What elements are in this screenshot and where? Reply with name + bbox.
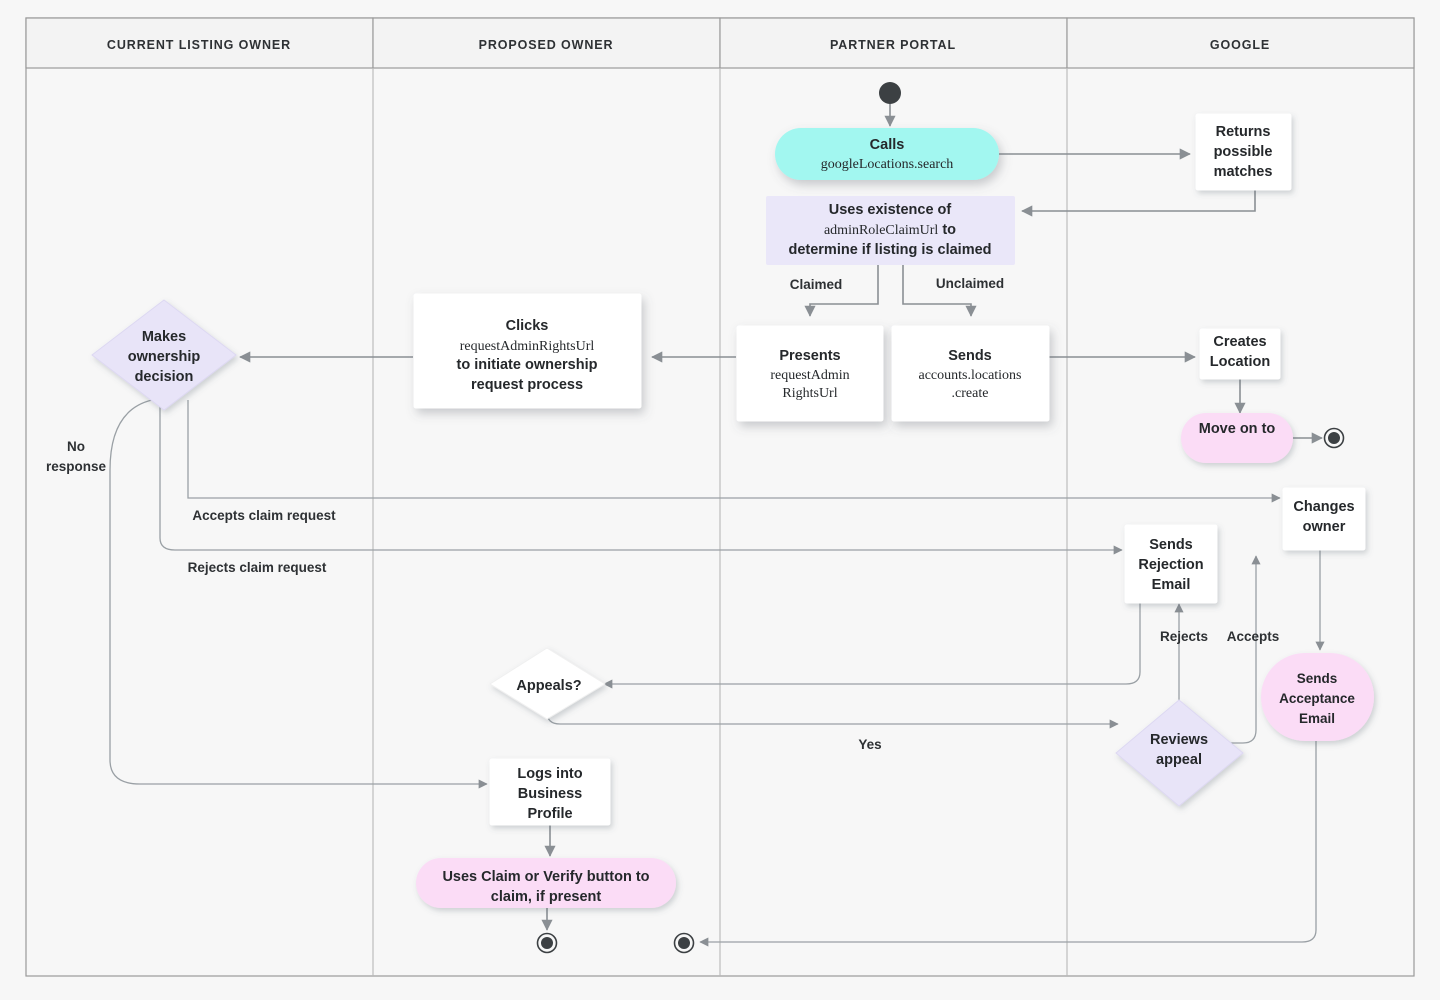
node-clicks-request-line4: request process <box>471 377 583 393</box>
node-uses-claim-verify-line1: Uses Claim or Verify button to <box>442 869 649 885</box>
node-appeals-line1: Appeals? <box>516 678 581 694</box>
swimlane-grid <box>25 17 1415 977</box>
node-logs-into-line1: Logs into <box>517 766 582 782</box>
edge-label-no-response-line2: response <box>46 459 107 474</box>
node-sends-rejection <box>1124 524 1218 604</box>
node-creates-location-line1: Creates <box>1213 334 1266 350</box>
node-uses-existence-line1: Uses existence of <box>829 202 952 218</box>
node-sends-create <box>891 325 1050 422</box>
node-reviews-appeal <box>1115 699 1244 807</box>
node-uses-claim-verify-line2: claim, if present <box>491 889 602 905</box>
edge-rejects-claim-request <box>159 400 1123 555</box>
edge-label-no-response-line1: No <box>67 439 85 454</box>
edge-label-rejects-claim-request: Rejects claim request <box>188 560 327 575</box>
edge-label-unclaimed: Unclaimed <box>936 276 1004 291</box>
node-reviews-appeal-line2: appeal <box>1156 752 1202 768</box>
node-end-google <box>1323 427 1345 449</box>
node-creates-location <box>1199 328 1281 380</box>
node-reviews-appeal-line1: Reviews <box>1150 732 1208 748</box>
node-returns-matches-line2: possible <box>1214 144 1273 160</box>
lane-title-current-listing-owner: CURRENT LISTING OWNER <box>107 38 291 52</box>
node-presents-url <box>736 325 884 422</box>
node-logs-into-line2: Business <box>518 786 582 802</box>
node-move-on-to <box>1181 413 1293 463</box>
node-calls-search <box>775 128 999 180</box>
node-logs-into <box>489 758 611 826</box>
node-start-partner <box>879 82 901 104</box>
node-uses-existence-line2: adminRoleClaimUrl to <box>824 222 956 238</box>
node-clicks-request-line1: Clicks <box>506 318 549 334</box>
edge-no-response <box>109 399 488 789</box>
node-sends-rejection-line1: Sends <box>1149 537 1193 553</box>
edge-accepts-claim-request <box>187 400 1281 503</box>
node-move-on-to-line1: Move on to <box>1199 421 1276 437</box>
node-calls-search-line2: googleLocations.search <box>821 157 954 172</box>
node-appeals <box>489 647 606 720</box>
edge-label-accepts: Accepts <box>1227 629 1280 644</box>
lane-title-proposed-owner: PROPOSED OWNER <box>479 38 614 52</box>
edge-returns-to-uses <box>1021 189 1256 217</box>
node-returns-matches-line3: matches <box>1214 164 1273 180</box>
node-logs-into-line3: Profile <box>527 806 572 822</box>
node-sends-rejection-line2: Rejection <box>1138 557 1203 573</box>
node-makes-decision <box>91 299 237 411</box>
node-sends-rejection-line3: Email <box>1152 577 1191 593</box>
node-sends-acceptance-line2: Acceptance <box>1279 691 1355 706</box>
edge-reviews-accepts <box>1219 555 1261 744</box>
node-makes-decision-line3: decision <box>135 369 194 385</box>
lane-title-google: GOOGLE <box>1210 38 1270 52</box>
edge-rejection-to-appeals <box>603 600 1141 689</box>
node-creates-location-line2: Location <box>1210 354 1270 370</box>
node-makes-decision-line1: Makes <box>142 329 186 345</box>
node-end-partner <box>673 932 695 954</box>
node-clicks-request-line3: to initiate ownership <box>457 357 598 373</box>
edge-label-accepts-claim-request: Accepts claim request <box>192 508 336 523</box>
node-end-proposed <box>536 932 558 954</box>
edge-label-yes: Yes <box>858 737 881 752</box>
node-changes-owner-line1: Changes <box>1293 499 1354 515</box>
node-sends-create-line2: accounts.locations <box>918 368 1021 383</box>
edge-acceptance-to-end-partner <box>699 740 1317 947</box>
node-changes-owner-line2: owner <box>1303 519 1346 535</box>
node-uses-claim-verify <box>416 858 676 908</box>
edge-label-rejects: Rejects <box>1160 629 1208 644</box>
node-presents-url-line3: RightsUrl <box>782 386 837 401</box>
lane-title-partner-portal: PARTNER PORTAL <box>830 38 956 52</box>
node-calls-search-line1: Calls <box>870 137 905 153</box>
node-uses-existence-line3: determine if listing is claimed <box>788 242 991 258</box>
node-makes-decision-line2: ownership <box>128 349 201 365</box>
edges <box>109 104 1325 947</box>
node-sends-acceptance-line1: Sends <box>1297 671 1338 686</box>
node-presents-url-line1: Presents <box>779 348 840 364</box>
edge-uses-to-sends-create <box>902 265 977 317</box>
node-clicks-request <box>413 293 642 409</box>
node-sends-create-line1: Sends <box>948 348 992 364</box>
node-returns-matches-line1: Returns <box>1216 124 1271 140</box>
lane-headers: CURRENT LISTING OWNER PROPOSED OWNER PAR… <box>107 38 1270 52</box>
node-returns-matches <box>1195 113 1292 191</box>
node-sends-acceptance-line3: Email <box>1299 711 1335 726</box>
node-sends-acceptance <box>1261 653 1374 741</box>
node-changes-owner <box>1282 487 1366 551</box>
node-sends-create-line3: .create <box>952 386 989 401</box>
edge-uses-to-presents <box>804 265 879 317</box>
node-uses-existence <box>766 196 1015 265</box>
node-presents-url-line2: requestAdmin <box>770 368 849 383</box>
edge-label-claimed: Claimed <box>790 277 843 292</box>
node-clicks-request-line2: requestAdminRightsUrl <box>460 339 595 354</box>
